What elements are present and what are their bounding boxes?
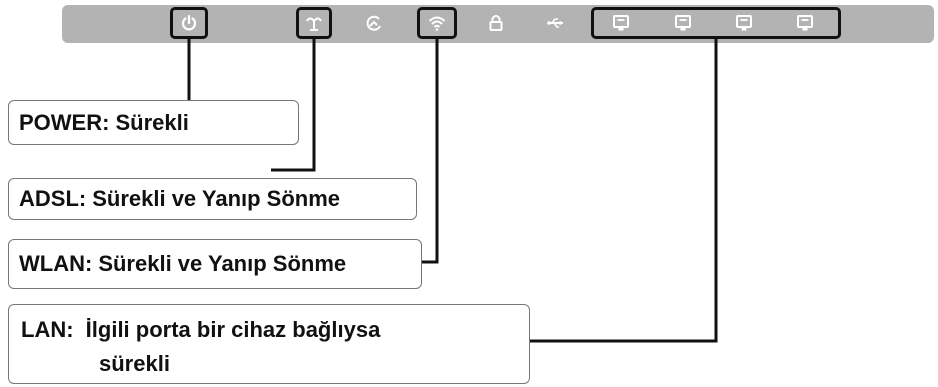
power-label: POWER: [19, 109, 110, 135]
wlan-leader-line [422, 39, 439, 264]
wlan-status: Sürekli ve Yanıp Sönme [98, 251, 347, 276]
lock-icon [486, 13, 506, 33]
lan-port-icon [611, 13, 631, 33]
adsl-label: ADSL: [19, 186, 87, 211]
adsl-status: Sürekli ve Yanıp Sönme [92, 186, 341, 211]
wifi-icon [427, 13, 447, 33]
wlan-label: WLAN: [19, 251, 93, 276]
adsl-leader-line [271, 39, 316, 172]
power-led-highlight [170, 7, 208, 39]
internet-icon [364, 13, 384, 33]
adsl-led-highlight [296, 7, 332, 39]
wlan-callout: WLAN: Sürekli ve Yanıp Sönme [8, 239, 422, 289]
lan-row-1: LAN: İlgili porta bir cihaz bağlıysa [21, 313, 517, 347]
lan-port-icon [673, 13, 693, 33]
lan-port-icon [734, 13, 754, 33]
lan-status-line-2: sürekli [99, 351, 170, 376]
wlan-led-highlight [417, 7, 457, 39]
lan-label: LAN: [21, 317, 74, 342]
lan-leader-line [530, 39, 718, 343]
adsl-callout: ADSL: Sürekli ve Yanıp Sönme [8, 178, 417, 220]
adsl-icon [304, 13, 324, 33]
power-callout: POWER: Sürekli [8, 100, 299, 145]
lan-led-highlight [591, 7, 841, 39]
power-status: Sürekli [115, 109, 189, 135]
lan-callout: LAN: İlgili porta bir cihaz bağlıysa sür… [8, 304, 530, 384]
lan-port-icon [795, 13, 815, 33]
lan-status-line-1: İlgili porta bir cihaz bağlıysa [85, 317, 381, 342]
usb-icon [546, 13, 566, 33]
power-icon [179, 13, 199, 33]
